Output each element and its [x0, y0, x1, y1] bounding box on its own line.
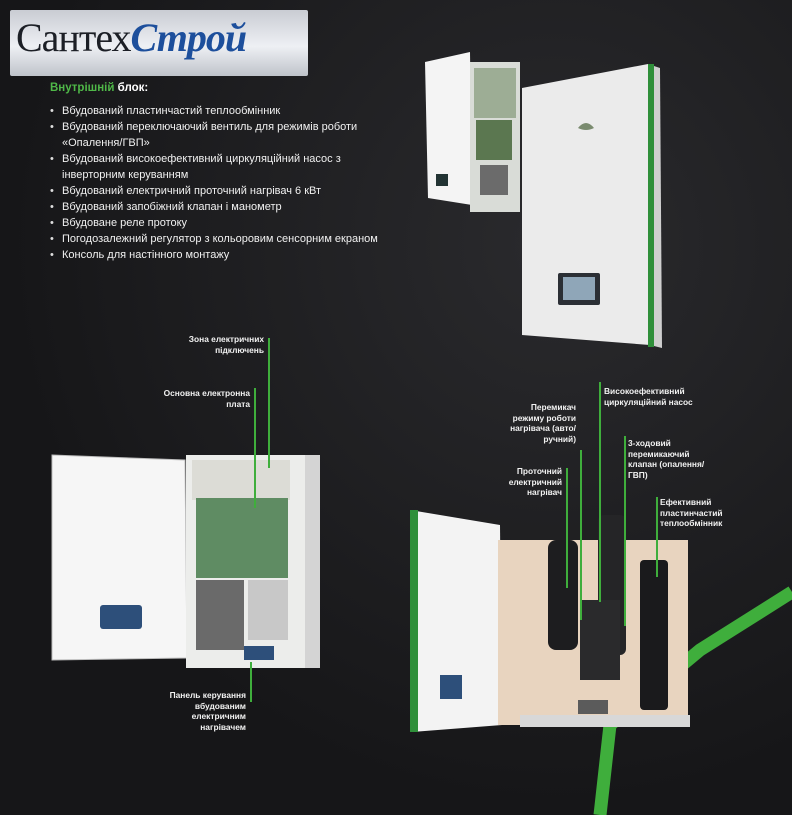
- label-three-way-valve: 3-ходовий перемикаючий клапан (опалення/…: [628, 438, 705, 480]
- leader-line: [624, 436, 626, 626]
- brand-logo: СантехСтрой: [10, 10, 308, 76]
- list-item: Вбудоване реле протоку: [50, 215, 380, 231]
- list-item: Вбудований високоефективний циркуляційни…: [50, 151, 380, 183]
- list-item: Вбудований електричний проточний нагріва…: [50, 183, 380, 199]
- section-heading: Внутрішній блок:: [50, 82, 149, 94]
- label-plate-exchanger: Ефективний пластинчастий теплообмінник: [660, 497, 723, 528]
- label-control-panel: Панель керування вбудованим електричним …: [169, 690, 246, 732]
- leader-line: [599, 382, 601, 602]
- list-item: Вбудований пластинчастий теплообмінник: [50, 103, 380, 119]
- label-main-board: Основна електронна плата: [163, 388, 250, 409]
- list-item: Консоль для настінного монтажу: [50, 247, 380, 263]
- list-item: Вбудований запобіжний клапан і манометр: [50, 199, 380, 215]
- leader-line: [268, 338, 270, 468]
- leader-line: [566, 468, 568, 588]
- leader-line: [580, 450, 582, 620]
- list-item: Погодозалежний регулятор з кольоровим се…: [50, 231, 380, 247]
- leader-line: [250, 662, 252, 702]
- label-circulation-pump: Високоефективний циркуляційний насос: [604, 386, 693, 407]
- list-item: Вбудований переключаючий вентиль для реж…: [50, 119, 380, 151]
- leader-line: [254, 388, 256, 508]
- feature-list: Вбудований пластинчастий теплообмінник В…: [50, 103, 380, 263]
- leader-line: [656, 497, 658, 577]
- label-electrical-zone: Зона електричних підключень: [188, 334, 264, 355]
- label-flow-heater: Проточний електричний нагрівач: [508, 466, 562, 497]
- label-mode-switch: Перемикач режиму роботи нагрівача (авто/…: [510, 402, 576, 444]
